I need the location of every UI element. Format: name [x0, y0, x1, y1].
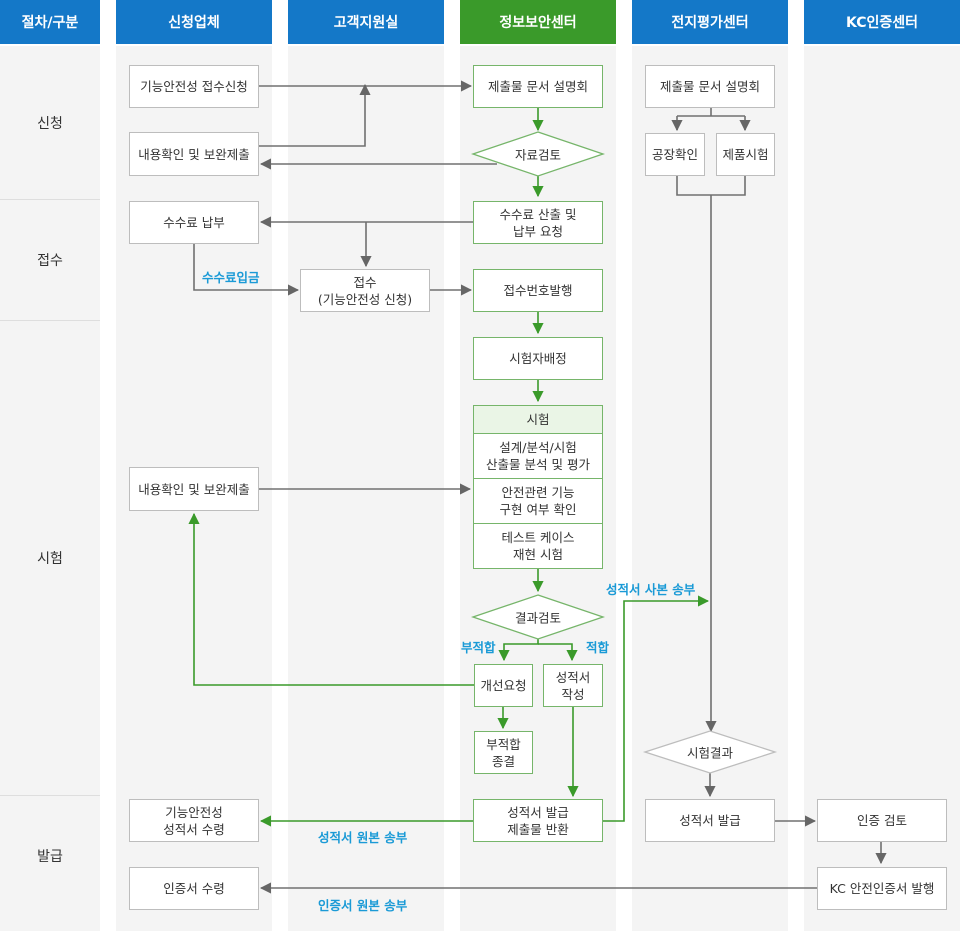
decision-result-review-label: 결과검토 — [514, 610, 562, 626]
box-confirm-submit-2: 내용확인 및 보완제출 — [129, 467, 259, 511]
row-divider — [0, 320, 100, 321]
header-applicant: 신청업체 — [116, 0, 272, 44]
header-procedure: 절차/구분 — [0, 0, 100, 44]
header-kc: KC인증센터 — [804, 0, 960, 44]
box-apply-request: 기능안전성 접수신청 — [129, 65, 259, 108]
box-tester-assign: 시험자배정 — [473, 337, 603, 380]
header-evaluation: 전지평가센터 — [632, 0, 788, 44]
box-fee-payment: 수수료 납부 — [129, 201, 259, 244]
box-doc-briefing: 제출물 문서 설명회 — [473, 65, 603, 108]
row-label-test: 시험 — [37, 551, 63, 567]
box-kc-issue: KC 안전인증서 발행 — [817, 867, 947, 910]
box-fail-end: 부적합 종결 — [474, 731, 533, 774]
label-copy-send: 성적서 사본 송부 — [606, 582, 696, 597]
box-reception-number: 접수번호발행 — [473, 269, 603, 312]
row-label-receive: 접수 — [37, 253, 63, 269]
box-eval-report-issue: 성적서 발급 — [645, 799, 775, 842]
decision-result-review — [470, 594, 606, 640]
box-certificate-receive: 인증서 수령 — [129, 867, 259, 910]
decision-test-result — [642, 730, 778, 774]
decision-test-result-label: 시험결과 — [686, 745, 734, 761]
row-label-issue: 발급 — [37, 849, 63, 865]
row-label-apply: 신청 — [37, 115, 63, 132]
lane-procedure — [0, 46, 100, 931]
header-support: 고객지원실 — [288, 0, 444, 44]
box-test-header: 시험 — [473, 405, 603, 434]
box-confirm-submit-1: 내용확인 및 보완제출 — [129, 132, 259, 176]
box-reception: 접수 (기능안전성 신청) — [300, 269, 430, 312]
box-factory-check: 공장확인 — [645, 133, 705, 176]
decision-data-review — [470, 131, 606, 177]
box-report-issue-return: 성적서 발급 제출물 반환 — [473, 799, 603, 842]
box-test-safety: 안전관련 기능 구현 여부 확인 — [473, 478, 603, 524]
row-divider — [0, 795, 100, 796]
box-cert-review: 인증 검토 — [817, 799, 947, 842]
label-pass: 적합 — [586, 640, 610, 655]
label-cert-original-send: 인증서 원본 송부 — [318, 898, 408, 913]
box-cert-receive: 기능안전성 성적서 수령 — [129, 799, 259, 842]
box-eval-briefing: 제출물 문서 설명회 — [645, 65, 775, 108]
label-original-send: 성적서 원본 송부 — [318, 830, 408, 845]
box-improve-request: 개선요청 — [474, 664, 533, 707]
header-security: 정보보안센터 — [460, 0, 616, 44]
decision-data-review-label: 자료검토 — [514, 147, 562, 163]
box-test-design: 설계/분석/시험 산출물 분석 및 평가 — [473, 433, 603, 479]
box-product-test: 제품시험 — [716, 133, 775, 176]
label-fail: 부적합 — [461, 640, 496, 655]
row-divider — [0, 199, 100, 200]
box-fee-calc: 수수료 산출 및 납부 요청 — [473, 201, 603, 244]
box-test-case: 테스트 케이스 재현 시험 — [473, 523, 603, 569]
box-report-write: 성적서 작성 — [543, 664, 603, 707]
label-fee-deposit: 수수료입금 — [202, 270, 260, 285]
lane-kc — [804, 46, 960, 931]
